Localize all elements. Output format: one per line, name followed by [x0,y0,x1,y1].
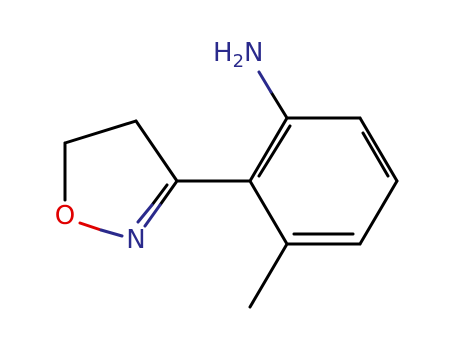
bond-methyl [248,242,289,309]
bond-c1-amine-blue [257,70,273,94]
amine-label: H2N [213,38,263,72]
bond-c2-c3 [358,116,399,183]
bond-c4-c5-ring [63,119,138,145]
bond-c3-c4 [358,179,399,246]
bond-c-n-inner-blue [136,203,154,224]
substituents [175,70,289,309]
bond-c-n-outer-blue [143,203,162,228]
amine-h-count: 2 [233,51,244,72]
atom-labels: H2N O N [55,38,264,255]
amine-h: H [213,38,233,68]
isoxazoline-ring [63,119,179,238]
ring-nitrogen-label: N [126,225,145,255]
bond-o-n-red [78,221,103,232]
bond-c3-c4-ring [134,119,179,183]
ring-oxygen-label: O [55,201,75,231]
bond-c2-c3-inner [361,131,390,178]
bond-c6-c1 [248,116,289,183]
bond-c1-amine-black [269,90,289,120]
bond-c-n-inner-black [150,183,169,207]
bond-o-n-blue [99,228,124,238]
amine-n: N [244,38,263,68]
bond-c-n-outer-black [158,179,179,207]
bond-c5-c6 [248,179,289,246]
bond-c6-c1-inner [257,124,292,178]
benzene-ring [248,116,399,246]
